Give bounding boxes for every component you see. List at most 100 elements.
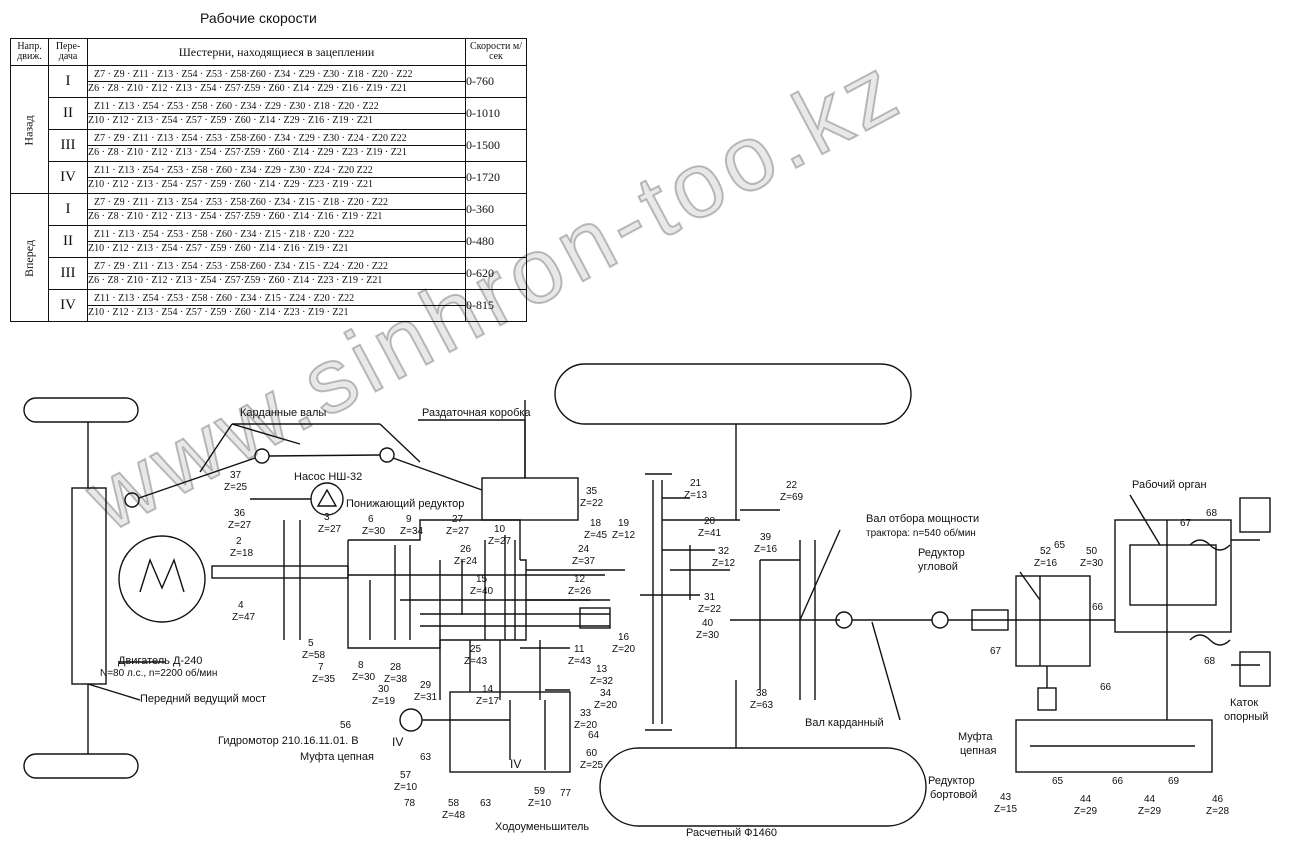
part-number-63: 63 (420, 752, 432, 763)
label-roman-four-2: IV (510, 757, 521, 771)
gear-train-numerator: Z11 · Z13 · Z54 · Z53 · Z58 · Z60 · Z34 … (88, 100, 465, 114)
label-cardan-shafts: Карданные валы (240, 407, 326, 419)
gear-train-denominator: Z6 · Z8 · Z10 · Z12 · Z13 · Z54 · Z57·Z5… (88, 211, 383, 222)
gear-train-numerator: Z7 · Z9 · Z11 · Z13 · Z54 · Z53 · Z58·Z6… (88, 68, 465, 82)
part-teeth-37: Z=25 (224, 482, 248, 493)
part-teeth-32: Z=12 (712, 558, 736, 569)
part-number-14: 14 (482, 684, 494, 695)
speed-cell: 0-815 (465, 289, 527, 322)
label-chain-coupling: Муфта цепная (300, 751, 374, 763)
part-teeth-58: Z=48 (442, 810, 466, 821)
gear-cell: II (48, 225, 89, 258)
angle-reducer-coupling (971, 609, 1009, 631)
part-number-26: 26 (460, 544, 472, 555)
direction-cell: Назад (9, 65, 50, 194)
part-number-4: 4 (238, 600, 244, 611)
gear-cell: III (48, 257, 89, 290)
part-number-5: 5 (308, 638, 314, 649)
part-number-30: 30 (378, 684, 390, 695)
label-pto-speed: трактора: n=540 об/мин (866, 527, 976, 539)
part-teeth-44: Z=29 (1074, 806, 1098, 817)
mark-69: 69 (1168, 776, 1180, 787)
label-angle-reducer-1: Редуктор (918, 547, 965, 559)
part-teeth-19: Z=12 (612, 530, 636, 541)
part-number-2: 2 (236, 536, 242, 547)
part-teeth-36: Z=27 (228, 520, 252, 531)
part-teeth-39: Z=16 (754, 544, 778, 555)
gear-train-numerator: Z7 · Z9 · Z11 · Z13 · Z54 · Z53 · Z58·Z6… (88, 260, 465, 274)
mark-66c: 66 (1112, 776, 1124, 787)
front-wheel-bottom (23, 753, 139, 779)
label-calc-diameter: Расчетный Ф1460 (686, 827, 777, 839)
header-speed: Скорости м/сек (465, 38, 527, 66)
part-number-24: 24 (578, 544, 590, 555)
gear-train-cell: Z11 · Z13 · Z54 · Z53 · Z58 · Z60 · Z34 … (87, 97, 466, 130)
speed-cell: 0-480 (465, 225, 527, 258)
part-number-43: 43 (1000, 792, 1012, 803)
part-teeth-24: Z=37 (572, 556, 596, 567)
part-teeth-3: Z=27 (318, 524, 342, 535)
part-teeth-52: Z=16 (1034, 558, 1058, 569)
part-teeth-9: Z=34 (400, 526, 424, 537)
part-number-77: 77 (560, 788, 572, 799)
part-teeth-13: Z=32 (590, 676, 614, 687)
part-number-10: 10 (494, 524, 506, 535)
part-number-12: 12 (574, 574, 586, 585)
mark-65a: 65 (1054, 540, 1066, 551)
angle-reducer (1015, 575, 1091, 667)
label-chain-coupling-2b: цепная (960, 745, 996, 757)
part-number-57: 57 (400, 770, 412, 781)
label-chain-coupling-2a: Муфта (958, 731, 993, 743)
gear-cell: IV (48, 289, 89, 322)
gear-cell: IV (48, 161, 89, 194)
gear-train-numerator: Z11 · Z13 · Z54 · Z53 · Z58 · Z60 · Z34 … (88, 228, 465, 242)
part-number-19: 19 (618, 518, 630, 529)
part-number-18: 18 (590, 518, 602, 529)
speed-cell: 0-1010 (465, 97, 527, 130)
part-number-32: 32 (718, 546, 730, 557)
rear-wheel-top (554, 363, 912, 425)
part-teeth-21: Z=13 (684, 490, 708, 501)
part-teeth-2: Z=18 (230, 548, 254, 559)
speed-table: Напр. движ. Пере-дача Шестерни, находящи… (9, 38, 527, 322)
part-teeth-34: Z=20 (594, 700, 618, 711)
part-number-21: 21 (690, 478, 702, 489)
part-teeth-33: Z=20 (574, 720, 598, 731)
creeper-housing (449, 691, 571, 773)
cardan-joint-1 (124, 492, 140, 508)
mark-67a: 67 (990, 646, 1002, 657)
part-teeth-25: Z=43 (464, 656, 488, 667)
part-number-64: 64 (588, 730, 600, 741)
engine-symbol (118, 535, 206, 623)
part-teeth-20: Z=41 (698, 528, 722, 539)
part-number-46: 46 (1212, 794, 1224, 805)
part-number-7: 7 (318, 662, 324, 673)
header-direction: Напр. движ. (9, 38, 50, 66)
mark-66a: 66 (1092, 602, 1104, 613)
part-number-78: 78 (404, 798, 416, 809)
part-number-52: 52 (1040, 546, 1052, 557)
gear-train-denominator: Z6 · Z8 · Z10 · Z12 · Z13 · Z54 · Z57·Z5… (88, 275, 383, 286)
gear-train-denominator: Z10 · Z12 · Z13 · Z54 · Z57 · Z59 · Z60 … (88, 179, 373, 190)
label-working-body: Рабочий орган (1132, 479, 1207, 491)
part-teeth-27: Z=27 (446, 526, 470, 537)
part-teeth-14: Z=17 (476, 696, 500, 707)
part-teeth-4: Z=47 (232, 612, 256, 623)
label-side-reducer-2: бортовой (930, 789, 977, 801)
part-teeth-31: Z=22 (698, 604, 722, 615)
part-number-33: 33 (580, 708, 592, 719)
transfer-box (481, 477, 579, 521)
speed-cell: 0-1720 (465, 161, 527, 194)
label-engine: Двигатель Д-240 (118, 655, 202, 667)
part-teeth-10: Z=27 (488, 536, 512, 547)
gear-train-denominator: Z6 · Z8 · Z10 · Z12 · Z13 · Z54 · Z57·Z5… (88, 83, 407, 94)
label-transfer-box: Раздаточная коробка (422, 407, 531, 419)
part-number-15: 15 (476, 574, 488, 585)
gear-train-denominator: Z6 · Z8 · Z10 · Z12 · Z13 · Z54 · Z57·Z5… (88, 147, 407, 158)
label-reducer-down: Понижающий редуктор (346, 498, 464, 510)
part-number-38: 38 (756, 688, 768, 699)
